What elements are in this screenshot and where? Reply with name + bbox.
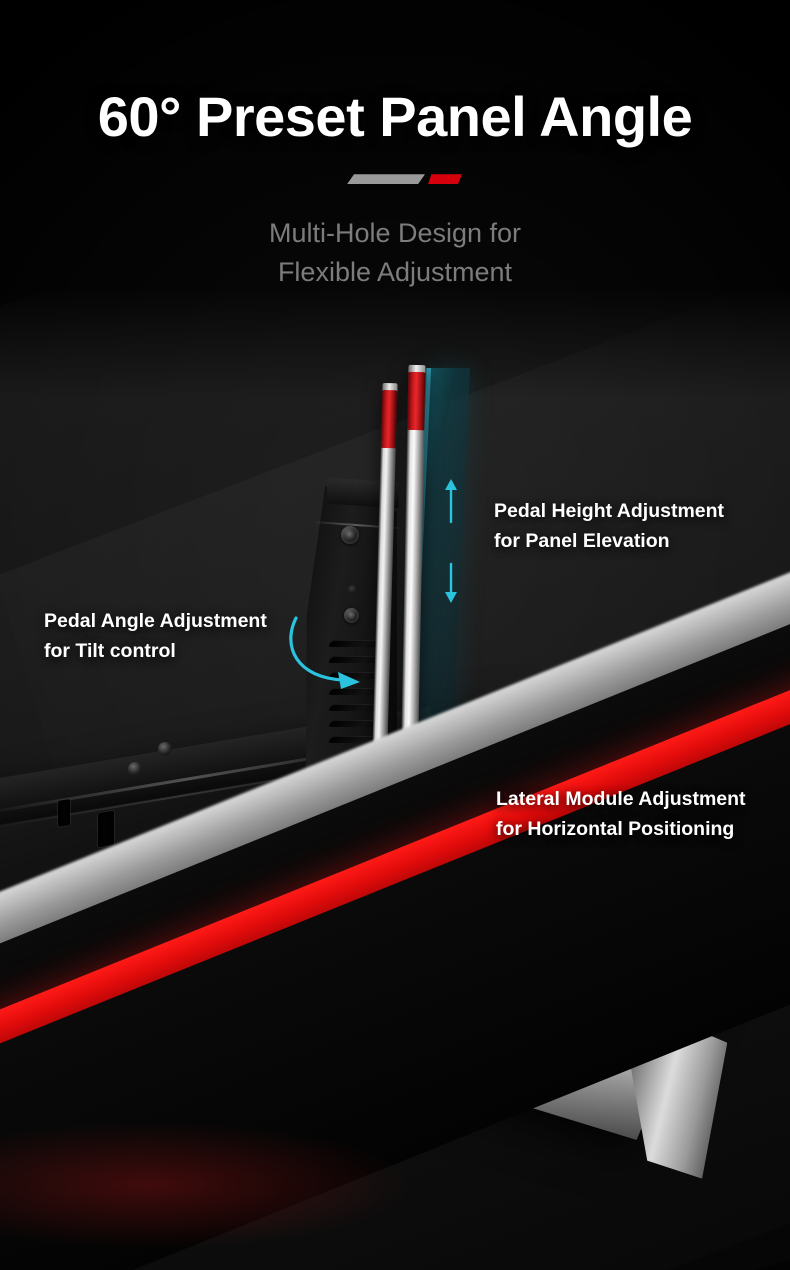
rail-slot (58, 799, 70, 827)
callout-lateral-module: Lateral Module Adjustment for Horizontal… (496, 784, 746, 844)
vertical-double-arrow-icon (445, 479, 457, 603)
callout-lateral-module-line-1: Lateral Module Adjustment (496, 788, 746, 810)
red-stripe-glow (0, 1100, 500, 1270)
subtitle-line-2: Flexible Adjustment (277, 256, 513, 287)
tower-bolt-mid (344, 608, 359, 623)
page-title: 60° Preset Panel Angle (97, 85, 693, 148)
rail-stud (158, 742, 172, 756)
subtitle-line-1: Multi-Hole Design for (268, 218, 522, 249)
divider-red-bar (428, 174, 462, 185)
tower-bolt-upper (341, 526, 359, 544)
curved-rotation-arrow-icon (289, 616, 360, 689)
rail-slot (98, 810, 114, 848)
pedal-arm-red-tip (380, 389, 398, 449)
rail-stud (128, 762, 142, 776)
callout-pedal-angle-line-2: for Tilt control (44, 640, 176, 663)
header: 60° Preset Panel Angle Multi-Hole Design… (0, 0, 790, 291)
tower-pin-hole (348, 585, 357, 594)
callout-pedal-height-line-2: for Panel Elevation (494, 530, 670, 553)
callout-pedal-angle-line-1: Pedal Angle Adjustment (44, 610, 267, 632)
callout-pedal-height-line-1: Pedal Height Adjustment (494, 500, 725, 522)
callout-pedal-height: Pedal Height Adjustment for Panel Elevat… (494, 496, 724, 556)
title-divider (0, 168, 790, 190)
callout-pedal-angle: Pedal Angle Adjustment for Tilt control (44, 606, 267, 666)
page-subtitle: Multi-Hole Design for Flexible Adjustmen… (0, 214, 790, 291)
divider-gray-bar (347, 174, 425, 185)
background-top-fade (0, 0, 790, 400)
callout-lateral-module-line-2: for Horizontal Positioning (496, 818, 735, 841)
pedal-arm-red-tip (407, 371, 426, 431)
